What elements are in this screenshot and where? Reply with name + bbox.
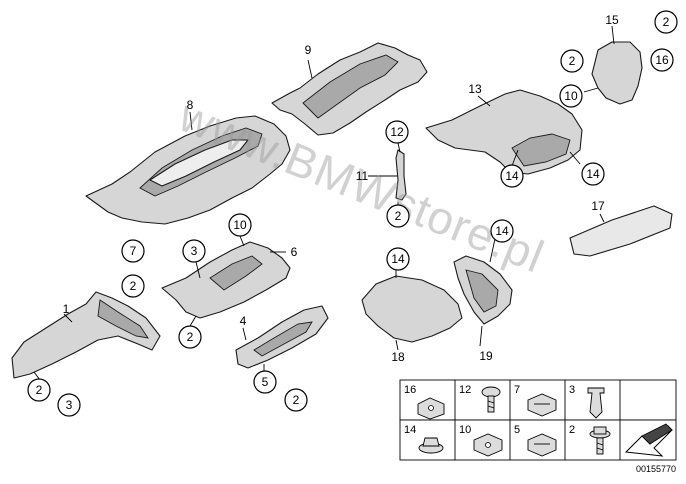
clip-nut-icon: [527, 393, 557, 417]
part-8-heat-shield: [85, 111, 291, 225]
arrow-icon: [624, 423, 673, 457]
svg-text:12: 12: [390, 125, 404, 139]
svg-text:2: 2: [395, 209, 402, 223]
svg-text:2: 2: [569, 424, 575, 436]
callout-12: 12: [385, 120, 409, 144]
part-4-heat-shield: [235, 305, 329, 372]
spring-nut-icon: [417, 397, 445, 420]
svg-text:2: 2: [569, 54, 576, 68]
part-17-plate: [569, 205, 673, 257]
svg-text:10: 10: [564, 89, 578, 103]
legend-cell-16: 16: [404, 384, 445, 420]
svg-text:2: 2: [36, 383, 43, 397]
document-number: 00155770: [636, 464, 676, 474]
callout-2-under-11: 2: [386, 204, 410, 228]
svg-text:2: 2: [187, 330, 194, 344]
label-part-4: 4: [240, 314, 247, 328]
label-part-1: 1: [63, 302, 70, 316]
callout-5: 5: [253, 370, 277, 394]
callout-7: 7: [121, 239, 145, 263]
expanding-rivet-icon: [587, 387, 605, 419]
legend-cell-10: 10: [459, 424, 503, 457]
label-part-9: 9: [305, 43, 312, 57]
svg-text:7: 7: [130, 244, 137, 258]
part-15-heat-shield: [583, 25, 643, 105]
callout-14-part-18: 14: [386, 247, 410, 271]
legend-cell-7: 7: [514, 384, 557, 417]
svg-text:2: 2: [293, 393, 300, 407]
label-part-15: 15: [605, 13, 619, 27]
callout-2-part-6: 2: [178, 325, 202, 349]
legend-cell-12: 12: [459, 384, 501, 413]
part-18-heat-shield: [361, 270, 463, 351]
legend-cell-14: 14: [404, 424, 444, 454]
callout-10-near-15: 10: [559, 84, 583, 108]
svg-text:3: 3: [569, 384, 575, 396]
svg-text:2: 2: [130, 279, 137, 293]
svg-text:14: 14: [586, 167, 600, 181]
label-part-6: 6: [291, 245, 298, 259]
svg-text:14: 14: [505, 169, 519, 183]
hex-nut-icon: [418, 437, 444, 454]
svg-text:10: 10: [459, 424, 471, 436]
spring-nut-icon: [473, 433, 503, 457]
svg-text:10: 10: [233, 218, 247, 232]
svg-text:14: 14: [495, 224, 509, 238]
callout-14-part-19: 14: [490, 219, 514, 243]
legend-cell-5: 5: [514, 424, 557, 457]
callout-2-part-1: 2: [27, 378, 51, 402]
svg-text:12: 12: [459, 384, 471, 396]
screw-icon: [481, 386, 501, 413]
part-19-heat-shield: [453, 233, 513, 347]
callout-14-part-13a: 14: [500, 164, 524, 188]
svg-text:14: 14: [404, 424, 416, 436]
svg-text:7: 7: [514, 384, 520, 396]
flange-screw-icon: [589, 426, 611, 455]
label-part-19: 19: [479, 349, 493, 363]
label-part-13: 13: [468, 82, 482, 96]
svg-text:16: 16: [404, 384, 416, 396]
callout-2-under-7: 2: [121, 274, 145, 298]
svg-text:3: 3: [66, 398, 73, 412]
svg-text:2: 2: [663, 15, 670, 29]
label-part-8: 8: [187, 98, 194, 112]
svg-text:5: 5: [262, 375, 269, 389]
svg-text:5: 5: [514, 424, 520, 436]
part-13-heat-shield: [425, 89, 583, 175]
callout-16-top-right: 16: [650, 48, 674, 72]
callout-3-part-1: 3: [57, 393, 81, 417]
callout-2-part-5: 2: [284, 388, 308, 412]
label-part-17: 17: [591, 199, 605, 213]
part-9-heat-shield: [271, 42, 428, 136]
callout-10-left: 10: [228, 213, 252, 237]
callout-circles: 2 16 2 10 12 2 14 14: [27, 10, 678, 417]
fastener-legend: 16 12 7 3: [399, 379, 677, 461]
svg-text:3: 3: [191, 244, 198, 258]
callout-14-part-13b: 14: [581, 162, 605, 186]
legend-cell-2: 2: [569, 424, 611, 455]
part-6-heat-shield: [161, 235, 291, 327]
label-part-11: 11: [356, 169, 369, 183]
part-labels: 1 4 6 8 9 11 13 15 17 18 19: [63, 13, 619, 364]
part-1-heat-shield: [11, 291, 161, 381]
clip-nut-icon: [527, 433, 557, 457]
svg-text:16: 16: [655, 53, 669, 67]
callout-2-top-right: 2: [654, 10, 678, 34]
callout-3-left: 3: [182, 239, 206, 263]
legend-cell-3: 3: [569, 384, 605, 419]
label-part-18: 18: [391, 350, 405, 364]
callout-2-near-15: 2: [560, 49, 584, 73]
svg-text:14: 14: [391, 252, 405, 266]
